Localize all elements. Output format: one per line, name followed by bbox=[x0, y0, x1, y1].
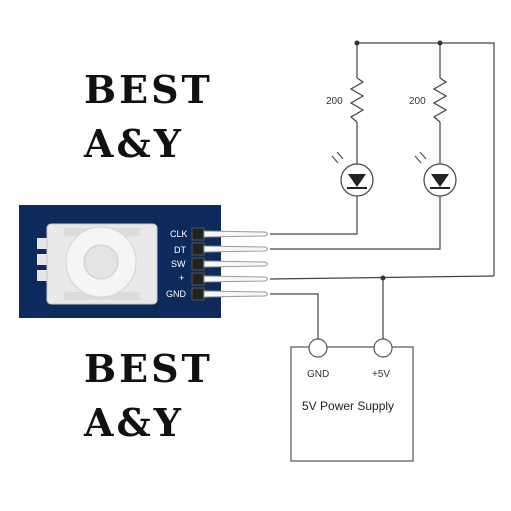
resistor-2: 200 bbox=[409, 77, 448, 123]
pin-lead bbox=[203, 290, 268, 298]
module-side-tab bbox=[37, 254, 47, 265]
resistor-1: 200 bbox=[326, 77, 365, 123]
watermark-top-line1: BEST bbox=[84, 67, 213, 112]
header-pin bbox=[191, 257, 205, 271]
pin-label-sw: SW bbox=[171, 259, 186, 269]
led-diode-icon bbox=[431, 174, 449, 187]
terminal-gnd-icon bbox=[308, 338, 328, 358]
encoder-shaft-icon bbox=[83, 244, 119, 280]
module-side-tab bbox=[37, 270, 47, 281]
pin-lead bbox=[203, 260, 268, 268]
junction-dot bbox=[380, 275, 386, 281]
junction-dot bbox=[354, 40, 360, 46]
led-1 bbox=[331, 151, 374, 197]
watermark-top: BEST A&Y bbox=[83, 67, 213, 166]
led-2 bbox=[414, 151, 457, 197]
wire-top-rail bbox=[357, 42, 495, 276]
led-emission-arrows-icon bbox=[414, 151, 427, 164]
pin-lead bbox=[203, 230, 268, 238]
pin-lead bbox=[203, 275, 268, 283]
pin-label-dt: DT bbox=[174, 245, 186, 255]
terminal-5v-label: +5V bbox=[372, 369, 390, 380]
power-supply-title: 5V Power Supply bbox=[302, 399, 394, 413]
header-pin bbox=[191, 242, 205, 256]
terminal-gnd-label: GND bbox=[307, 369, 329, 380]
led-diode-icon bbox=[348, 174, 366, 187]
power-supply-box bbox=[290, 346, 414, 462]
resistor-2-value: 200 bbox=[409, 96, 426, 107]
rotary-encoder-module: CLK DT SW + GND bbox=[19, 205, 221, 318]
pin-label-gnd: GND bbox=[166, 289, 187, 299]
resistor-zigzag-icon bbox=[432, 77, 448, 123]
pin-leads bbox=[203, 230, 268, 298]
header-pin bbox=[191, 287, 205, 301]
module-side-tab bbox=[37, 238, 47, 249]
led-emission-arrows-icon bbox=[331, 151, 344, 164]
pin-label-plus: + bbox=[179, 273, 184, 283]
pin-label-clk: CLK bbox=[170, 229, 188, 239]
terminal-5v-icon bbox=[373, 338, 393, 358]
header-pin bbox=[191, 272, 205, 286]
wire-led1-clk bbox=[270, 196, 358, 235]
resistor-zigzag-icon bbox=[349, 77, 365, 123]
watermark-bottom-line1: BEST bbox=[84, 346, 213, 391]
wire-led2-dt bbox=[270, 196, 441, 250]
header-pins bbox=[191, 227, 205, 301]
watermark-bottom: BEST A&Y bbox=[83, 346, 213, 445]
resistor-1-value: 200 bbox=[326, 96, 343, 107]
wires bbox=[269, 40, 495, 340]
wire-gnd bbox=[270, 293, 319, 340]
pin-lead bbox=[203, 245, 268, 253]
header-pin bbox=[191, 227, 205, 241]
junction-dot bbox=[437, 40, 443, 46]
watermark-top-line2: A&Y bbox=[83, 121, 184, 166]
power-supply: GND +5V 5V Power Supply bbox=[290, 338, 414, 462]
watermark-bottom-line2: A&Y bbox=[83, 400, 184, 445]
